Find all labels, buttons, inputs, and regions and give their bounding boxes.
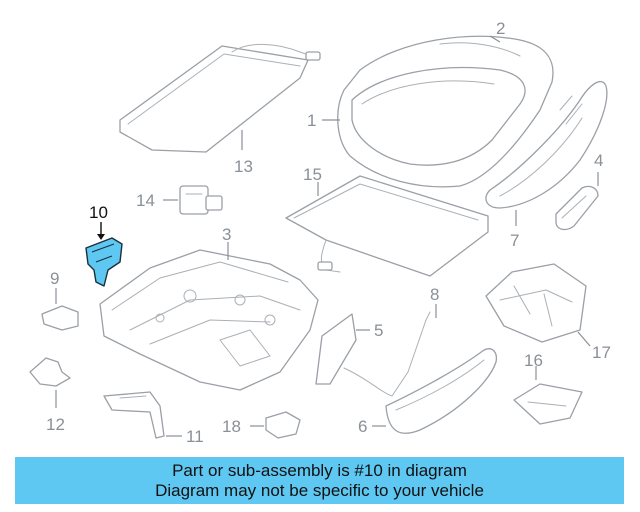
part-17-switch-assembly[interactable]: 17 bbox=[485, 263, 611, 362]
part-16-control-module[interactable]: 16 bbox=[513, 351, 583, 425]
part-8-cable[interactable]: 8 bbox=[343, 285, 439, 397]
part-10-bracket-highlighted[interactable]: 10 bbox=[85, 203, 123, 287]
callout-3[interactable]: 3 bbox=[222, 225, 231, 244]
callout-18[interactable]: 18 bbox=[222, 417, 241, 436]
callout-7[interactable]: 7 bbox=[510, 231, 519, 250]
part-7-side-shield[interactable]: 7 bbox=[485, 81, 608, 250]
info-banner: Part or sub-assembly is #10 in diagram D… bbox=[15, 457, 624, 504]
part-3-seat-frame[interactable]: 3 bbox=[99, 225, 319, 391]
callout-17[interactable]: 17 bbox=[592, 343, 611, 362]
part-12-clip[interactable]: 12 bbox=[29, 357, 71, 434]
part-9-cap[interactable]: 9 bbox=[41, 269, 79, 331]
callout-2[interactable]: 2 bbox=[496, 19, 505, 38]
callout-5[interactable]: 5 bbox=[374, 321, 383, 340]
part-5-panel[interactable]: 5 bbox=[315, 313, 383, 385]
callout-16[interactable]: 16 bbox=[524, 351, 543, 370]
part-6-outer-trim[interactable]: 6 bbox=[358, 348, 498, 436]
callout-8[interactable]: 8 bbox=[430, 285, 439, 304]
callout-6[interactable]: 6 bbox=[358, 417, 367, 436]
part-11-rail-bracket[interactable]: 11 bbox=[103, 391, 204, 446]
banner-line-1: Part or sub-assembly is #10 in diagram bbox=[172, 460, 467, 480]
part-2-cushion-cover[interactable]: 2 1 bbox=[307, 19, 554, 188]
callout-15[interactable]: 15 bbox=[303, 165, 322, 184]
callout-11[interactable]: 11 bbox=[186, 427, 204, 446]
callout-9[interactable]: 9 bbox=[50, 269, 59, 288]
callout-14[interactable]: 14 bbox=[136, 191, 155, 210]
part-4-switch-bezel[interactable]: 4 bbox=[555, 151, 603, 231]
part-15-heater-element[interactable]: 15 bbox=[285, 165, 489, 277]
callout-12[interactable]: 12 bbox=[46, 415, 65, 434]
part-18-clip[interactable]: 18 bbox=[222, 411, 301, 439]
callout-10[interactable]: 10 bbox=[89, 203, 108, 222]
part-14-module[interactable]: 14 bbox=[136, 185, 223, 215]
part-13-heater-mat[interactable]: 13 bbox=[119, 43, 321, 176]
parts-diagram: 13 2 1 7 4 14 15 bbox=[29, 19, 611, 446]
callout-4[interactable]: 4 bbox=[594, 151, 603, 170]
banner-line-2: Diagram may not be specific to your vehi… bbox=[155, 480, 484, 500]
callout-1[interactable]: 1 bbox=[307, 111, 316, 130]
callout-13[interactable]: 13 bbox=[234, 157, 253, 176]
